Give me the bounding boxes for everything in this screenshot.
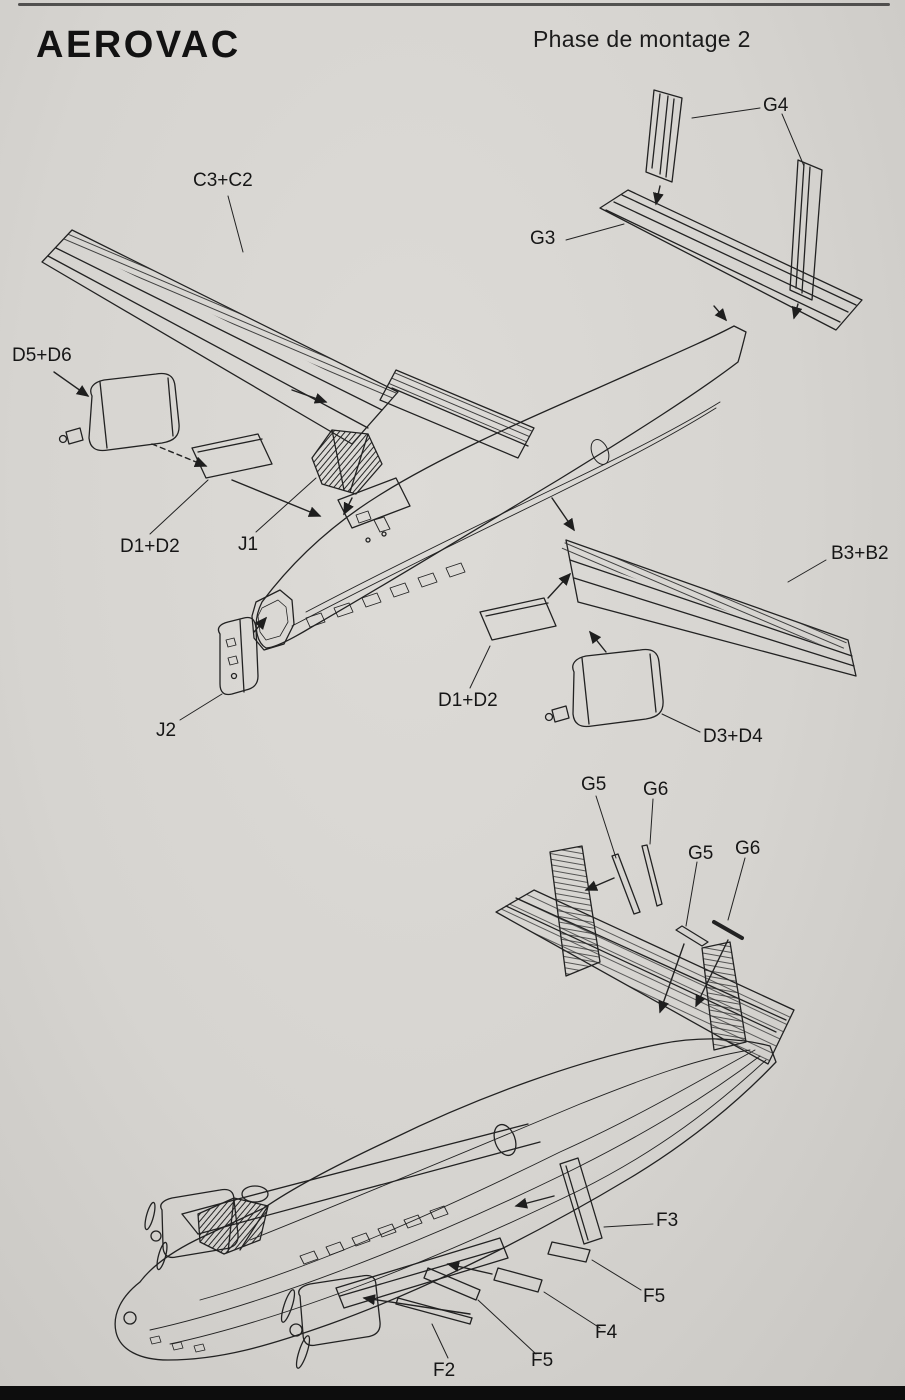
part-label-f3: F3 [656, 1210, 679, 1231]
g6-strip-a [641, 844, 663, 907]
part-label-j1: J1 [238, 534, 259, 555]
engine-nacelle-left [58, 372, 180, 452]
g5-strip-b [675, 925, 709, 947]
brand-logo: AEROVAC [36, 24, 241, 66]
part-label-j2: J2 [156, 720, 177, 741]
part-label-b3-b2: B3+B2 [831, 543, 889, 564]
center-wing-section [379, 369, 535, 459]
part-label-g5-a: G5 [581, 774, 607, 795]
scan-artifact-top [18, 3, 890, 6]
left-wing-part [41, 195, 399, 445]
fuselage-upper-view [251, 325, 747, 651]
lower-assembly-diagram [114, 795, 795, 1369]
assembly-arrows-lower [362, 877, 729, 1315]
engine-nacelle-far [144, 1188, 239, 1271]
g-leader-lines [595, 795, 746, 927]
part-label-f5-a: F5 [643, 1286, 666, 1307]
tail-fin-right-lower [701, 941, 747, 1051]
part-label-d1-d2-upper: D1+D2 [120, 536, 180, 557]
part-label-g4: G4 [763, 95, 789, 116]
f-leader-lines [431, 1223, 654, 1359]
f5-part-b [423, 1267, 481, 1301]
engine-nacelle-right [544, 648, 701, 733]
tail-fin-right-part [789, 159, 823, 301]
hatch-part-lower [469, 597, 557, 689]
part-label-f4: F4 [595, 1322, 618, 1343]
g4-leader-lines [691, 107, 805, 167]
f4-part [493, 1267, 543, 1293]
part-label-f2: F2 [433, 1360, 456, 1381]
part-label-d3-d4: D3+D4 [703, 726, 763, 747]
tailplane-lower-view [495, 889, 795, 1065]
part-label-d1-d2-lower: D1+D2 [438, 690, 498, 711]
part-label-g3: G3 [530, 228, 556, 249]
tail-fin-left-part [645, 89, 683, 183]
part-label-c3-c2: C3+C2 [193, 170, 253, 191]
hatch-part-upper [149, 433, 273, 535]
part-label-g6-a: G6 [643, 779, 669, 800]
part-label-g6-b: G6 [735, 838, 761, 859]
assembly-arrows-upper [53, 185, 803, 653]
part-label-f5-b: F5 [531, 1350, 554, 1371]
tail-fin-left-lower [549, 845, 601, 977]
nose-cap-part [179, 616, 259, 721]
part-label-g5-b: G5 [688, 843, 714, 864]
wing-lower-view [181, 1123, 541, 1235]
engine-nacelle-near [280, 1274, 381, 1369]
fuselage-lower-view [114, 1038, 777, 1361]
part-label-d5-d6: D5+D6 [12, 345, 72, 366]
scan-artifact-bottom [0, 1386, 905, 1400]
upper-exploded-diagram [41, 89, 863, 733]
g6-strip-b [712, 920, 744, 940]
f3-part [559, 1157, 603, 1245]
tailplane-part [565, 189, 863, 331]
right-wing-part [560, 539, 857, 677]
canopy-part [255, 429, 383, 533]
f5-part-a [547, 1241, 591, 1263]
f2-part [395, 1297, 473, 1325]
page-title: Phase de montage 2 [533, 26, 751, 52]
belly-gondola [335, 1237, 509, 1309]
g5-strip-a [611, 853, 641, 915]
